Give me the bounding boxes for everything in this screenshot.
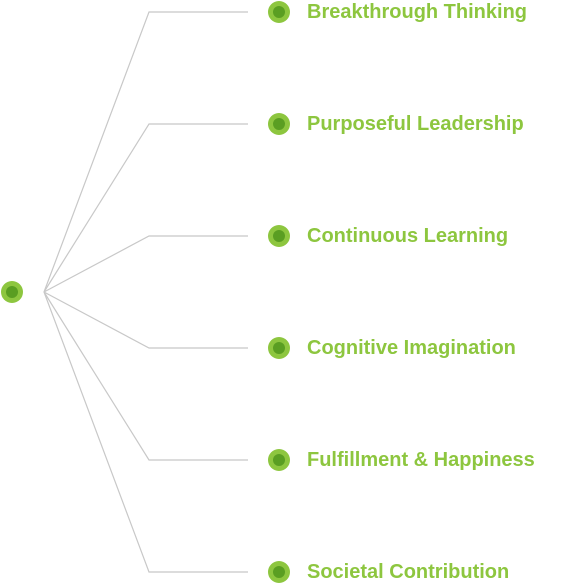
- root-node: [1, 281, 23, 303]
- root-dot-inner: [6, 286, 18, 298]
- branch-label-societal-contribution: Societal Contribution: [307, 561, 510, 583]
- connector-line: [43, 291, 248, 349]
- connector-line: [43, 123, 248, 293]
- branch-label-breakthrough-thinking: Breakthrough Thinking: [307, 1, 527, 23]
- branch-label-continuous-learning: Continuous Learning: [307, 225, 509, 247]
- connector-line: [43, 291, 248, 573]
- branch-label-cognitive-imagination: Cognitive Imagination: [307, 337, 516, 359]
- branch-dot: [268, 337, 290, 359]
- branch-dot: [268, 561, 290, 583]
- branch-dot: [268, 113, 290, 135]
- branch-dot: [268, 1, 290, 23]
- connector-line: [43, 235, 248, 293]
- branch-label-purposeful-leadership: Purposeful Leadership: [307, 113, 524, 135]
- connector-lines: [43, 11, 248, 573]
- branch-label-fulfillment-happiness: Fulfillment & Happiness: [307, 449, 535, 471]
- branch-dot: [268, 449, 290, 471]
- connector-line: [43, 291, 248, 461]
- branch-dot: [268, 225, 290, 247]
- branch-dots: [268, 1, 290, 583]
- connector-line: [43, 11, 248, 293]
